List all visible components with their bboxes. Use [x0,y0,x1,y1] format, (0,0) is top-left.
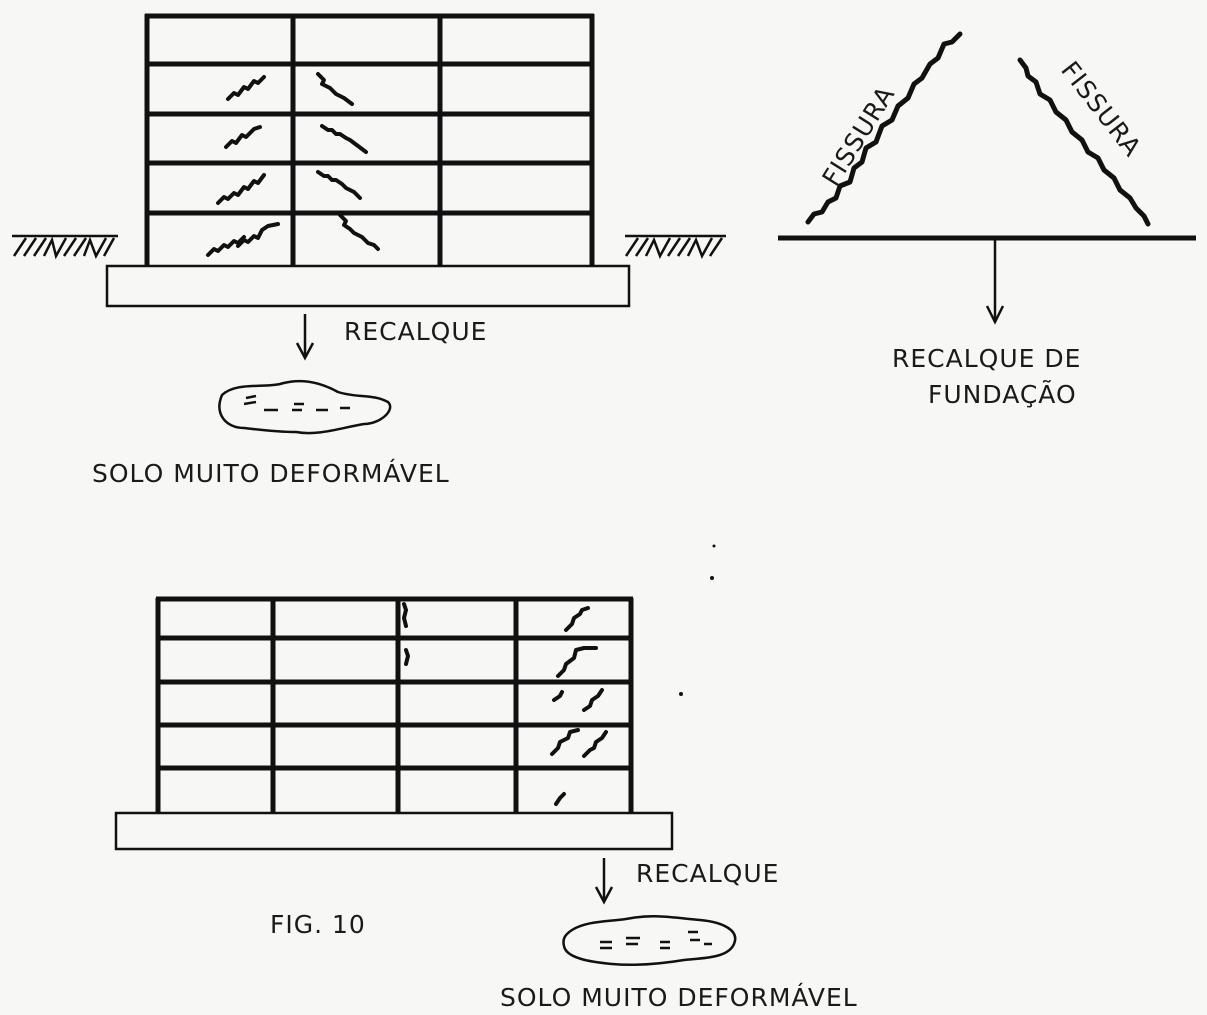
settlement-label-bottom: RECALQUE [636,859,779,888]
building-frame-bottom [155,596,634,813]
settlement-arrow-top [295,314,315,361]
crack-label-left: FISSURA [816,81,900,192]
triangle-diagram: FISSURA FISSURA RECALQUE DE FUNDAÇÃO [778,31,1196,409]
crack-right [1017,57,1151,227]
top-building-diagram: RECALQUE SOLO MUITO DEFORMÁVEL [12,13,726,488]
soil-label-top: SOLO MUITO DEFORMÁVEL [92,459,450,488]
figure-label: FIG. 10 [270,910,366,939]
soil-blob-top [218,380,392,435]
scan-specks [679,544,716,696]
settlement-label-top: RECALQUE [344,317,487,346]
soil-label-bottom: SOLO MUITO DEFORMÁVEL [500,983,858,1011]
building-cracks [206,72,380,257]
bottom-building-diagram: RECALQUE SOLO MUITO DEFORMÁVEL FIG. 10 [114,596,858,1012]
foundation-slab [105,264,631,308]
settlement-arrow-triangle [985,240,1005,325]
crack-label-right: FISSURA [1055,56,1147,162]
soil-blob-bottom [562,915,737,967]
settlement-label-triangle-line2: FUNDAÇÃO [928,379,1077,409]
building-cracks-bottom [402,602,608,806]
settlement-arrow-bottom [594,858,614,905]
ground-hatch-right [624,234,726,259]
foundation-slab-bottom [114,811,674,851]
crack-left [805,31,963,225]
ground-hatch-left [12,234,118,260]
building-frame [144,13,595,266]
settlement-label-triangle-line1: RECALQUE DE [892,344,1081,373]
